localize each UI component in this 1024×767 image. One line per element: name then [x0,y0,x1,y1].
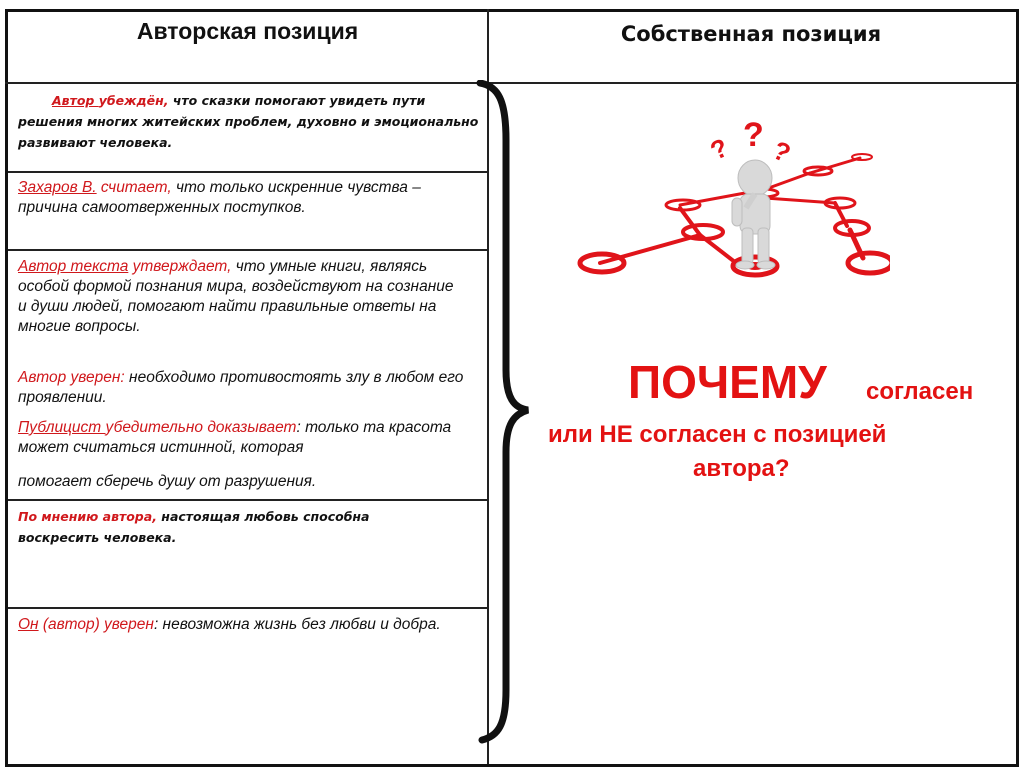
author-position-row-4: По мнению автора, настоящая любовь спосо… [18,506,418,548]
verb-highlight: По мнению автора, [18,509,157,524]
statement-text: настоящая любовь способна воскресить чел… [18,509,370,545]
question-text-part3: автора? [693,455,790,482]
subject-highlight: Автор [52,93,99,108]
thinking-figure-illustration: ? ? ? [577,116,890,278]
column-divider [487,9,489,764]
author-position-row-2: Захаров В. считает, что только искренние… [18,178,480,218]
author-position-row-3b: Автор уверен: необходимо противостоять з… [18,368,473,408]
statement-text: : невозможна жизнь без любви и добра. [153,616,441,633]
verb-highlight: считает, [96,179,172,196]
subject-highlight: Публицист [18,419,106,436]
subject-highlight: Он [18,616,39,633]
author-position-row-3c: Публицист убедительно доказывает: только… [18,418,473,458]
author-position-row-5: Он (автор) уверен: невозможна жизнь без … [18,615,473,635]
verb-highlight: (автор) уверен [38,616,154,633]
svg-text:?: ? [768,135,795,169]
verb-highlight: Автор уверен: [18,369,125,386]
comparison-table [5,9,1019,767]
row-divider [8,499,487,501]
statement-text: что умные книги, являясь особой формой п… [18,258,454,335]
question-big-word: ПОЧЕМУ [628,356,827,408]
verb-highlight: убеждён, [98,93,169,108]
row-divider [8,607,487,609]
question-text-part2: или НЕ согласен с позицией [548,421,887,448]
row-divider [8,249,487,251]
header-author-position: Авторская позиция [136,18,359,44]
svg-text:?: ? [743,116,764,154]
statement-text: что только искренние чувства – причина с… [18,179,421,216]
curly-brace-icon [476,80,530,744]
svg-text:?: ? [706,132,733,166]
statement-text: помогает сберечь душу от разрушения. [18,473,317,490]
statement-text: необходимо противостоять злу в любом его… [18,369,464,406]
author-position-row-1: Автор убеждён, что сказки помогают увиде… [18,90,480,153]
subject-highlight: Автор текста [18,258,129,275]
subject-highlight: Захаров В. [18,179,97,196]
statement-text: : только та красота может считаться исти… [18,419,452,456]
author-position-row-3: Автор текста утверждает, что умные книги… [18,257,458,337]
question-text-part1: согласен [866,378,974,405]
header-divider [5,82,1019,84]
statement-text: что сказки помогают увидеть пути решения… [18,93,479,150]
header-own-position: Собственная позиция [620,22,882,46]
verb-highlight: утверждает, [128,258,232,275]
row-divider [8,171,487,173]
verb-highlight: убедительно доказывает [105,419,297,436]
author-position-row-3d: помогает сберечь душу от разрушения. [18,472,473,492]
